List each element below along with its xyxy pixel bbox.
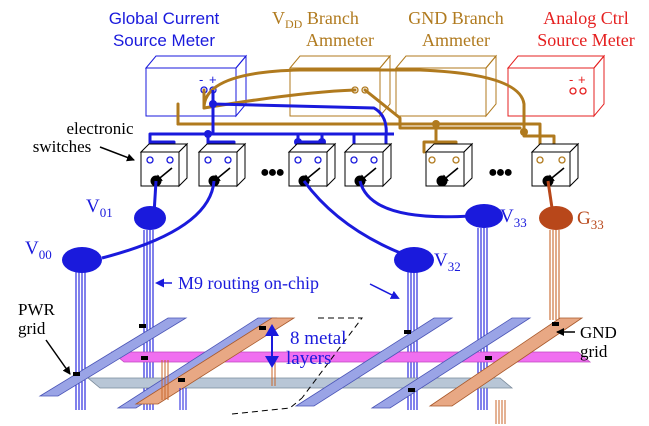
switch-1 xyxy=(139,142,189,188)
svg-text:-: - xyxy=(199,72,203,87)
switch-5 xyxy=(424,142,474,188)
switch-3 xyxy=(287,142,337,188)
svg-text:+: + xyxy=(578,72,586,87)
switches-label-line2: switches xyxy=(33,137,92,156)
probe-wires xyxy=(101,180,554,260)
gnd-grid-label-line2: grid xyxy=(580,342,608,361)
gnd-grid xyxy=(134,317,584,407)
gnd-meter-title-line1: GND Branch xyxy=(408,8,503,28)
vdd-meter-title-line2: Ammeter xyxy=(306,30,374,50)
vdd-meter-title: VDD Branch Ammeter xyxy=(272,8,374,50)
gnd-meter-title-line2: Ammeter xyxy=(422,30,490,50)
hidden-layer-outline xyxy=(231,317,363,415)
grid-vias xyxy=(73,322,559,392)
blue-wiring xyxy=(148,90,394,152)
switch-ellipsis-blue: ●●● xyxy=(260,164,284,181)
gnd-grid-label-line1: GND xyxy=(580,323,617,342)
routing-label-text: M9 routing on-chip xyxy=(178,273,319,293)
global-meter-title-line1: Global Current xyxy=(109,9,220,28)
routing-label: M9 routing on-chip xyxy=(155,273,400,299)
probe-v32: V32 xyxy=(394,247,461,274)
svg-text:-: - xyxy=(569,72,573,87)
analog-meter-box xyxy=(506,54,606,118)
switch-ellipsis-brown: ●●● xyxy=(488,164,512,181)
probe-v33: V33 xyxy=(465,204,527,230)
via-stacks xyxy=(161,360,506,424)
metal-layers-label-line1: 8 metal xyxy=(290,328,346,349)
probe-v00-label: V00 xyxy=(25,238,52,262)
gnd-grid-label: GND grid xyxy=(556,323,617,361)
analog-meter-title-line1: Analog Ctrl xyxy=(543,8,629,28)
svg-text:+: + xyxy=(209,72,217,87)
global-meter-title: Global Current Source Meter xyxy=(109,9,220,50)
switch-6 xyxy=(530,142,580,188)
probe-v32-label: V32 xyxy=(434,250,461,274)
pwr-grid-label: PWR grid xyxy=(18,300,71,375)
vdd-meter-title-line1: VDD Branch xyxy=(272,8,359,31)
pwr-grid-label-line2: grid xyxy=(18,319,46,338)
switch-4 xyxy=(343,142,393,188)
probe-v01-label: V01 xyxy=(86,196,113,220)
analog-meter-terminals: - + xyxy=(569,72,587,95)
analog-meter-title: Analog Ctrl Source Meter xyxy=(537,8,634,50)
routing-lines-brown xyxy=(549,230,560,320)
pwr-grid-label-line1: PWR xyxy=(18,300,56,319)
analog-meter-title-line2: Source Meter xyxy=(537,30,634,50)
probe-v01: V01 xyxy=(86,196,166,230)
switches-label-line1: electronic xyxy=(66,119,133,138)
gnd-meter-box xyxy=(394,54,498,118)
metal-layers-label-line2: layers xyxy=(286,348,331,369)
vdd-meter-box xyxy=(288,54,392,118)
global-meter-box xyxy=(144,54,248,118)
switch-2 xyxy=(197,142,247,188)
probe-g33-label: G33 xyxy=(577,208,604,232)
via-stacks-blue xyxy=(179,388,187,410)
switches-label: electronic switches xyxy=(33,119,135,162)
probe-g33: G33 xyxy=(539,206,604,232)
switches-arrow xyxy=(99,146,135,162)
brown-wiring xyxy=(176,68,556,154)
metal-layers-label: 8 metal layers xyxy=(265,324,346,369)
probe-v00: V00 xyxy=(25,238,102,273)
global-meter-title-line2: Source Meter xyxy=(113,31,215,50)
brown-junctions xyxy=(432,120,528,136)
gnd-meter-title: GND Branch Ammeter xyxy=(408,8,503,50)
probe-v33-label: V33 xyxy=(500,206,527,230)
